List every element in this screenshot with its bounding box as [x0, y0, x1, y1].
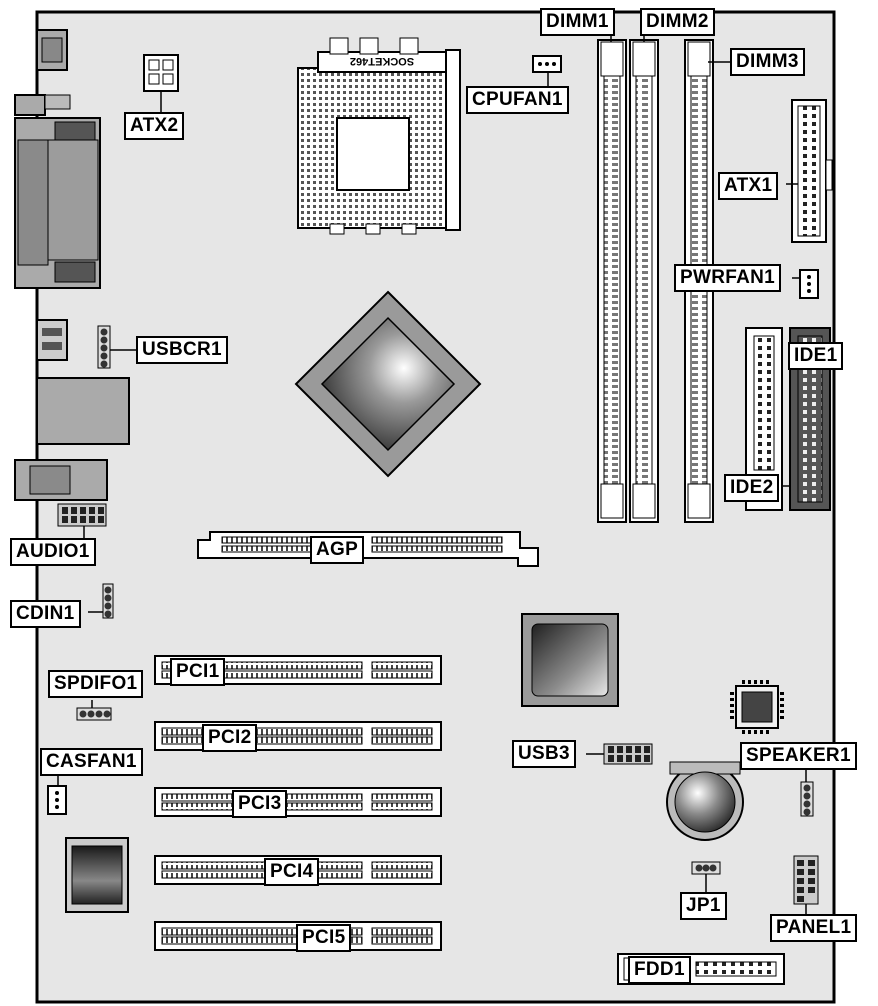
- label-fdd1: FDD1: [628, 956, 691, 984]
- agp-slot: [197, 531, 539, 567]
- audio1-header: [57, 503, 107, 527]
- label-cpufan1: CPUFAN1: [466, 86, 569, 114]
- label-panel1: PANEL1: [770, 914, 858, 942]
- label-cdin1: CDIN1: [10, 600, 81, 628]
- label-ide2: IDE2: [724, 474, 780, 502]
- spdifo1-header: [76, 707, 112, 721]
- dimm2-slot: [629, 39, 659, 523]
- label-pci4: PCI4: [264, 858, 320, 886]
- dimm1-slot: [597, 39, 627, 523]
- label-casfan1: CASFAN1: [40, 748, 143, 776]
- northbridge-chip: [294, 290, 482, 478]
- pci2-slot: [154, 721, 442, 751]
- label-pwrfan1: PWRFAN1: [674, 264, 781, 292]
- label-atx2: ATX2: [124, 112, 185, 140]
- label-agp: AGP: [310, 536, 365, 564]
- southbridge-chip: [521, 613, 619, 707]
- cpu-socket: SOCKET462: [297, 37, 461, 235]
- cmos-battery: [666, 761, 744, 841]
- label-speaker1: SPEAKER1: [740, 742, 857, 770]
- label-dimm2: DIMM2: [640, 8, 715, 36]
- pwrfan1-header: [799, 269, 819, 299]
- cpufan1-header: [532, 55, 562, 73]
- label-atx1: ATX1: [718, 172, 779, 200]
- panel1-header: [793, 855, 819, 905]
- label-dimm1: DIMM1: [540, 8, 615, 36]
- label-usbcr1: USBCR1: [136, 336, 228, 364]
- label-pci1: PCI1: [170, 658, 226, 686]
- casfan1-header: [47, 785, 67, 815]
- label-spdifo1: SPDIFO1: [48, 670, 144, 698]
- pci3-slot: [154, 787, 442, 817]
- label-ide1: IDE1: [788, 342, 844, 370]
- rear-io-panel: [14, 29, 130, 501]
- socket-text: SOCKET462: [350, 55, 414, 67]
- io-chip: [65, 837, 129, 913]
- label-audio1: AUDIO1: [10, 538, 96, 566]
- bios-chip: [730, 680, 784, 734]
- label-dimm3: DIMM3: [730, 48, 805, 76]
- label-pci2: PCI2: [202, 724, 258, 752]
- cdin1-header: [102, 583, 114, 619]
- label-usb3: USB3: [512, 740, 576, 768]
- atx1-connector: [791, 99, 833, 243]
- usb3-header: [603, 743, 653, 765]
- usbcr1-header: [97, 325, 111, 369]
- jp1-jumper: [691, 861, 721, 875]
- speaker1-header: [800, 781, 814, 817]
- label-pci5: PCI5: [296, 924, 352, 952]
- label-pci3: PCI3: [232, 790, 288, 818]
- atx2-connector: [143, 54, 179, 92]
- label-jp1: JP1: [680, 892, 727, 920]
